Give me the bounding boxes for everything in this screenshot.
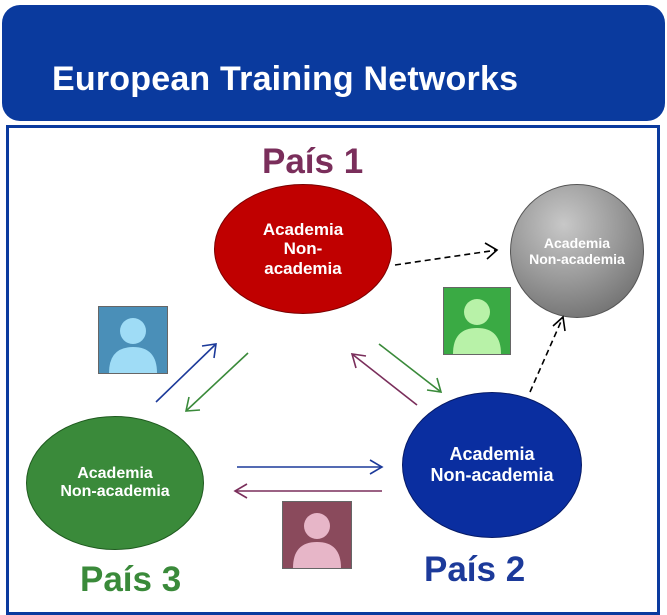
node-1-line3: academia — [264, 258, 342, 278]
arrow-3to1-blue — [155, 343, 217, 403]
person-icon-green — [443, 287, 511, 355]
node-2-line1: Academia — [449, 444, 535, 465]
node-1-line2: Non- — [283, 239, 323, 259]
arrow-2to1-purple — [350, 353, 418, 406]
page-title: European Training Networks — [52, 60, 519, 98]
node-3-line2: Non-academia — [60, 483, 170, 500]
node-1-line1: Academia — [262, 219, 344, 239]
node-4-line1: Academia — [543, 234, 611, 251]
node-country-1: Academia Non- academia — [214, 184, 392, 314]
header-banner: European Training Networks — [2, 5, 665, 121]
node-country-3: Academia Non-academia — [26, 416, 204, 550]
node-4-line2: Non-academia — [529, 251, 625, 267]
arrow-1to2-green — [378, 343, 443, 393]
node-country-2: Academia Non-academia — [402, 392, 582, 538]
node-3-line1: Academia — [77, 464, 153, 482]
arrow-1to3-green — [184, 352, 249, 412]
node-2-line2: Non-academia — [430, 465, 554, 485]
country-label-2: País 2 — [424, 550, 526, 589]
arrow-3to2-blue — [237, 459, 384, 475]
arrow-2to3-purple — [233, 483, 382, 499]
person-icon-blue — [98, 306, 168, 374]
arrow-dashed-1to-external — [394, 242, 499, 266]
arrow-dashed-2to-external — [529, 315, 566, 393]
node-external: Academia Non-academia — [510, 184, 644, 318]
country-label-1: País 1 — [262, 142, 364, 181]
country-label-3: País 3 — [80, 560, 182, 599]
person-icon-pink — [282, 501, 352, 569]
